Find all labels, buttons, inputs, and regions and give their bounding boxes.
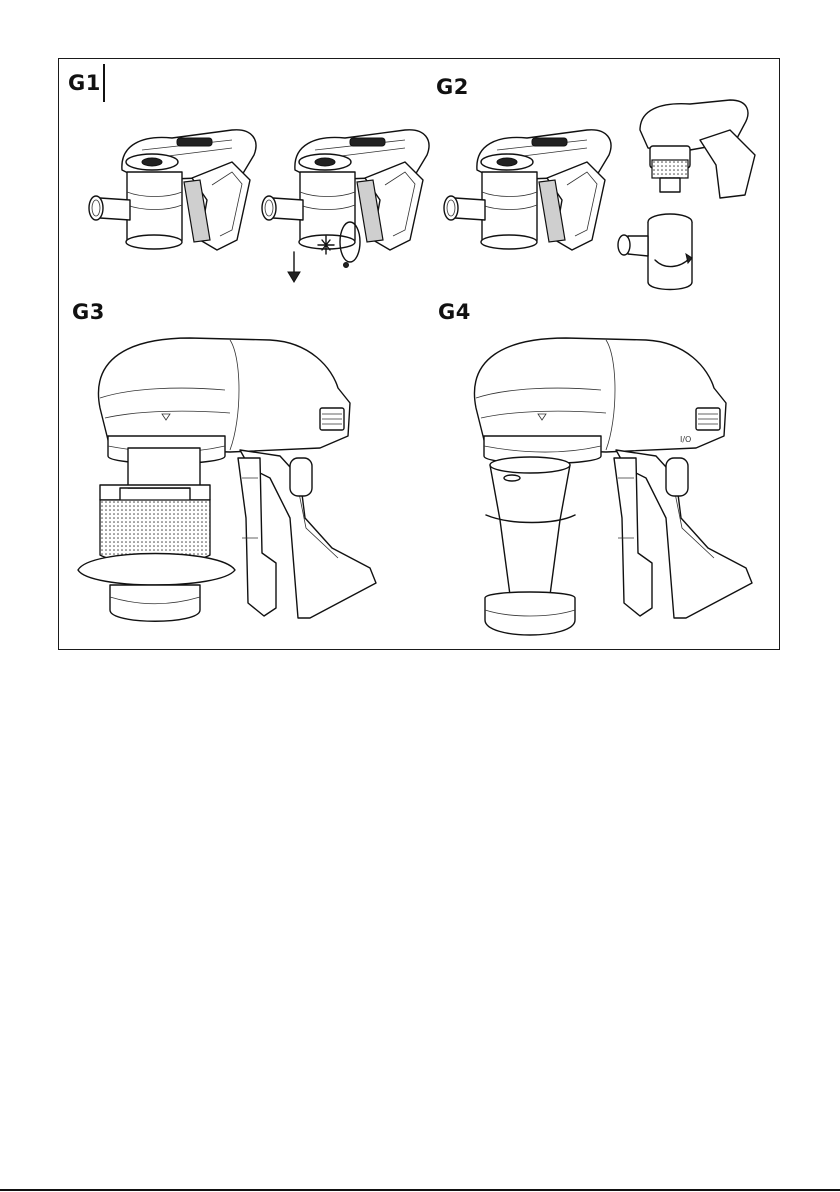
vacuum-illustrations: I/O bbox=[0, 0, 840, 660]
g2-vacuum-motor-unit bbox=[640, 100, 755, 198]
g1-release-arrow-icon bbox=[288, 252, 300, 282]
g4-cyclone-cone bbox=[485, 457, 575, 635]
g1-vacuum-open bbox=[262, 130, 429, 250]
g3-mesh-filter bbox=[78, 448, 235, 621]
g2-vacuum-assembled bbox=[444, 130, 611, 250]
page-bottom-rule bbox=[0, 1189, 840, 1191]
g2-dust-bin bbox=[618, 214, 692, 290]
power-switch-marking: I/O bbox=[680, 435, 691, 444]
g1-vacuum-closed bbox=[89, 130, 256, 250]
